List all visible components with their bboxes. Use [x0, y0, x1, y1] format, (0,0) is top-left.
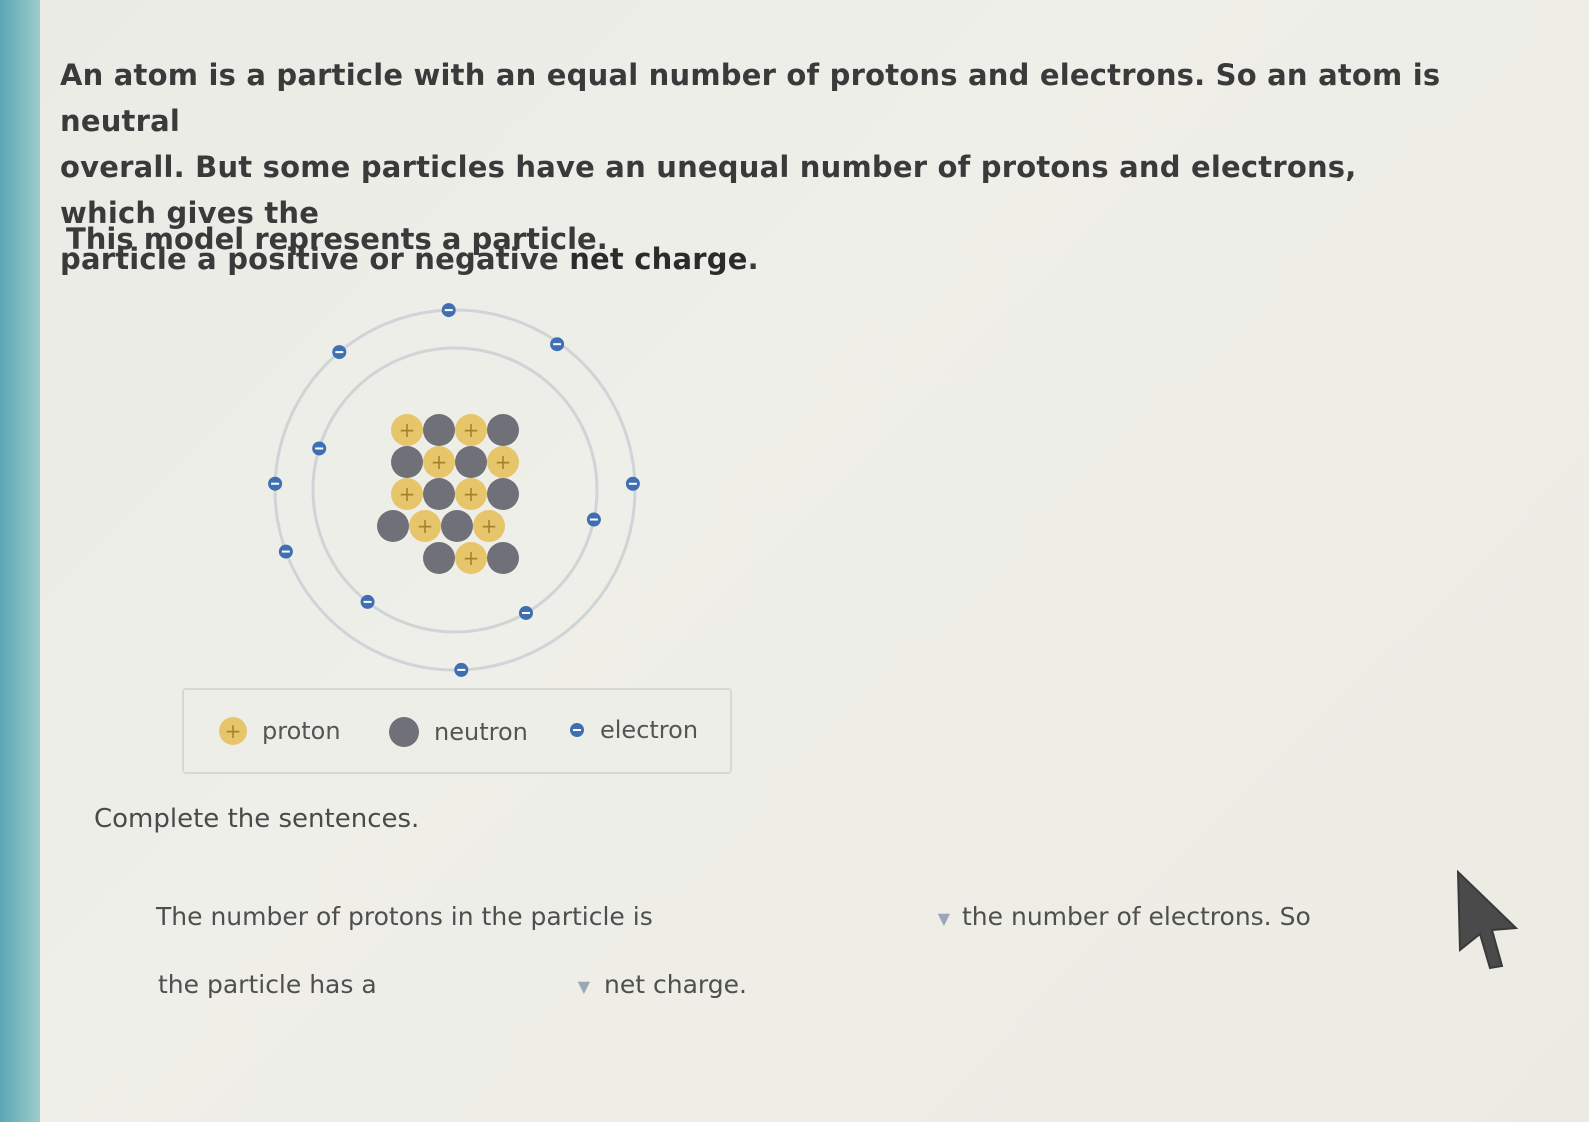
neutron	[487, 542, 519, 574]
electron-icon	[570, 723, 584, 737]
proton: +	[423, 446, 455, 478]
intro-line-1: An atom is a particle with an equal numb…	[60, 58, 1441, 138]
svg-text:+: +	[463, 482, 480, 506]
proton: +	[455, 542, 487, 574]
legend-neutron-label: neutron	[434, 718, 528, 746]
proton: +	[455, 414, 487, 446]
neutron-icon	[389, 717, 419, 747]
inner-orbit	[311, 346, 599, 634]
neutron	[423, 414, 455, 446]
electron	[454, 662, 469, 677]
proton: +	[473, 510, 505, 542]
electron-group	[268, 303, 640, 677]
neutron	[441, 510, 473, 542]
svg-text:+: +	[225, 719, 242, 743]
intro-line-3-text: particle a positive or negative	[60, 242, 570, 276]
chevron-down-icon: ▼	[937, 908, 950, 928]
proton: +	[455, 478, 487, 510]
electron	[278, 544, 293, 559]
particle-model: +++++++++	[268, 303, 640, 677]
proton: +	[391, 478, 423, 510]
net-charge-term: net charge	[569, 242, 748, 276]
model-caption: This model represents a particle.	[66, 222, 608, 256]
electron	[332, 345, 347, 360]
electron	[625, 476, 640, 491]
proton: +	[391, 414, 423, 446]
neutron	[487, 414, 519, 446]
neutron	[487, 478, 519, 510]
sentence-1-after: the number of electrons. So	[962, 902, 1311, 931]
svg-text:+: +	[399, 482, 416, 506]
neutron	[391, 446, 423, 478]
sentence-1-before: The number of protons in the particle is	[156, 902, 653, 931]
neutron	[423, 478, 455, 510]
electron	[268, 476, 283, 491]
electron	[586, 512, 601, 527]
svg-text:+: +	[417, 514, 434, 538]
neutron	[377, 510, 409, 542]
instructions: Complete the sentences.	[94, 804, 420, 834]
sentence-2-before: the particle has a	[158, 970, 377, 999]
electron	[360, 594, 375, 609]
svg-text:+: +	[431, 450, 448, 474]
question-panel	[40, 0, 1589, 1122]
intro-paragraph: An atom is a particle with an equal numb…	[60, 52, 1460, 282]
neutron	[455, 446, 487, 478]
legend-proton-label: proton	[262, 717, 341, 745]
intro-line-3-end: .	[747, 242, 759, 276]
nucleus: +++++++++	[377, 414, 519, 574]
net-charge-dropdown[interactable]: ▼	[410, 966, 590, 1006]
svg-text:+: +	[495, 450, 512, 474]
legend-electron: electron	[568, 716, 698, 744]
legend-neutron: neutron	[388, 716, 528, 748]
svg-text:+: +	[463, 546, 480, 570]
chevron-down-icon: ▼	[577, 976, 590, 996]
proton-icon: +	[219, 717, 247, 745]
protons-comparison-dropdown[interactable]: ▼	[730, 898, 950, 938]
svg-text:+: +	[463, 418, 480, 442]
model-legend: + proton neutron electron	[182, 688, 732, 774]
electron	[519, 605, 533, 620]
electron	[441, 303, 456, 318]
electron	[550, 337, 565, 352]
proton: +	[487, 446, 519, 478]
intro-line-2: overall. But some particles have an uneq…	[60, 150, 1357, 230]
sentence-2-after: net charge.	[604, 970, 747, 999]
legend-electron-label: electron	[600, 716, 699, 744]
intro-line-3: particle a positive or negative net char…	[60, 236, 1460, 282]
svg-text:+: +	[481, 514, 498, 538]
mouse-pointer-icon	[1456, 870, 1519, 970]
legend-proton: + proton	[218, 716, 341, 746]
neutron	[423, 542, 455, 574]
svg-text:+: +	[399, 418, 416, 442]
proton: +	[409, 510, 441, 542]
outer-orbit	[273, 308, 637, 672]
electron	[312, 441, 327, 456]
